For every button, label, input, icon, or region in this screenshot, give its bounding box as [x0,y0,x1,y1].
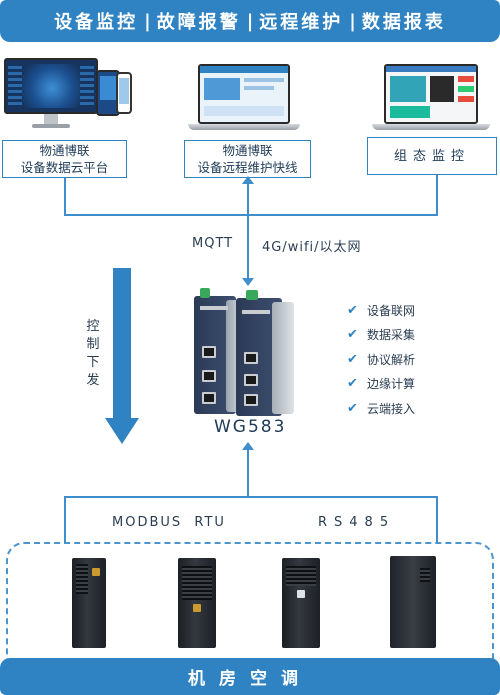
feature-item: ✔ 数据采集 [347,323,415,348]
remote-maintenance-device-image [188,64,300,132]
arrow-down-icon [242,278,254,286]
control-down-arrow-icon [105,268,139,444]
connector-line [247,448,249,498]
air-conditioner-unit-2 [178,558,216,648]
connector-line [64,496,438,498]
scada-device-image [372,64,490,132]
connector-line [247,178,249,284]
feature-label: 边缘计算 [367,377,416,392]
arrow-up-icon [242,442,254,450]
control-char: 制 [86,337,100,352]
connector-line [436,175,438,216]
arrow-up-icon [242,176,254,184]
feature-label: 协议解析 [367,352,416,367]
feature-label: 数据采集 [367,328,416,343]
platform-remote-line2: 设备远程维护快线 [197,160,298,175]
connector-line [64,214,438,216]
air-conditioner-unit-3 [282,558,320,648]
control-char: 控 [86,319,100,334]
platform-box-scada: 组态监控 [367,137,497,175]
network-label: 4G/wifi/以太网 [262,240,362,255]
header-item-remote: 远程维护 [259,12,344,33]
feature-item: ✔ 协议解析 [347,347,415,372]
feature-item: ✔ 云端接入 [347,396,415,421]
rs485-label: RS485 [318,515,396,530]
header-separator: | [246,10,254,32]
footer-banner: 机房空调 [0,658,500,695]
check-icon: ✔ [347,327,358,343]
platform-scada-line1: 组态监控 [393,148,470,164]
air-conditioner-unit-4 [390,556,436,648]
feature-item: ✔ 边缘计算 [347,372,415,397]
platform-cloud-line1: 物通博联 [39,143,90,158]
header-item-report: 数据报表 [361,12,446,33]
platform-cloud-line2: 设备数据云平台 [20,160,109,175]
header-item-monitoring: 设备监控 [54,12,139,33]
connector-line [64,178,66,216]
check-icon: ✔ [347,376,358,392]
platform-remote-line1: 物通博联 [222,143,273,158]
feature-list: ✔ 设备联网 ✔ 数据采集 ✔ 协议解析 ✔ 边缘计算 ✔ 云端接入 [347,298,415,421]
header-separator: | [144,10,151,32]
control-char: 发 [86,373,100,388]
footer-title: 机房空调 [188,669,312,689]
feature-item: ✔ 设备联网 [347,298,415,323]
header-item-alarm: 故障报警 [156,12,241,33]
mqtt-label: MQTT [192,236,234,251]
feature-label: 设备联网 [367,303,416,318]
platform-box-remote: 物通博联 设备远程维护快线 [184,140,311,178]
check-icon: ✔ [347,351,358,367]
air-conditioner-unit-1 [72,558,106,648]
connector-line [64,496,66,544]
header-separator: | [349,10,356,32]
feature-label: 云端接入 [367,401,416,416]
header-banner: 设备监控 | 故障报警 | 远程维护 | 数据报表 [0,0,500,42]
modbus-label: MODBUS RTU [112,515,226,530]
platform-box-cloud: 物通博联 设备数据云平台 [2,140,127,178]
control-char: 下 [86,355,100,370]
cloud-platform-device-image [4,58,132,136]
control-label: 控 制 下 发 [84,318,102,390]
connector-line [436,496,438,544]
gateway-model-label: WG583 [214,417,287,437]
check-icon: ✔ [347,302,358,318]
check-icon: ✔ [347,400,358,416]
